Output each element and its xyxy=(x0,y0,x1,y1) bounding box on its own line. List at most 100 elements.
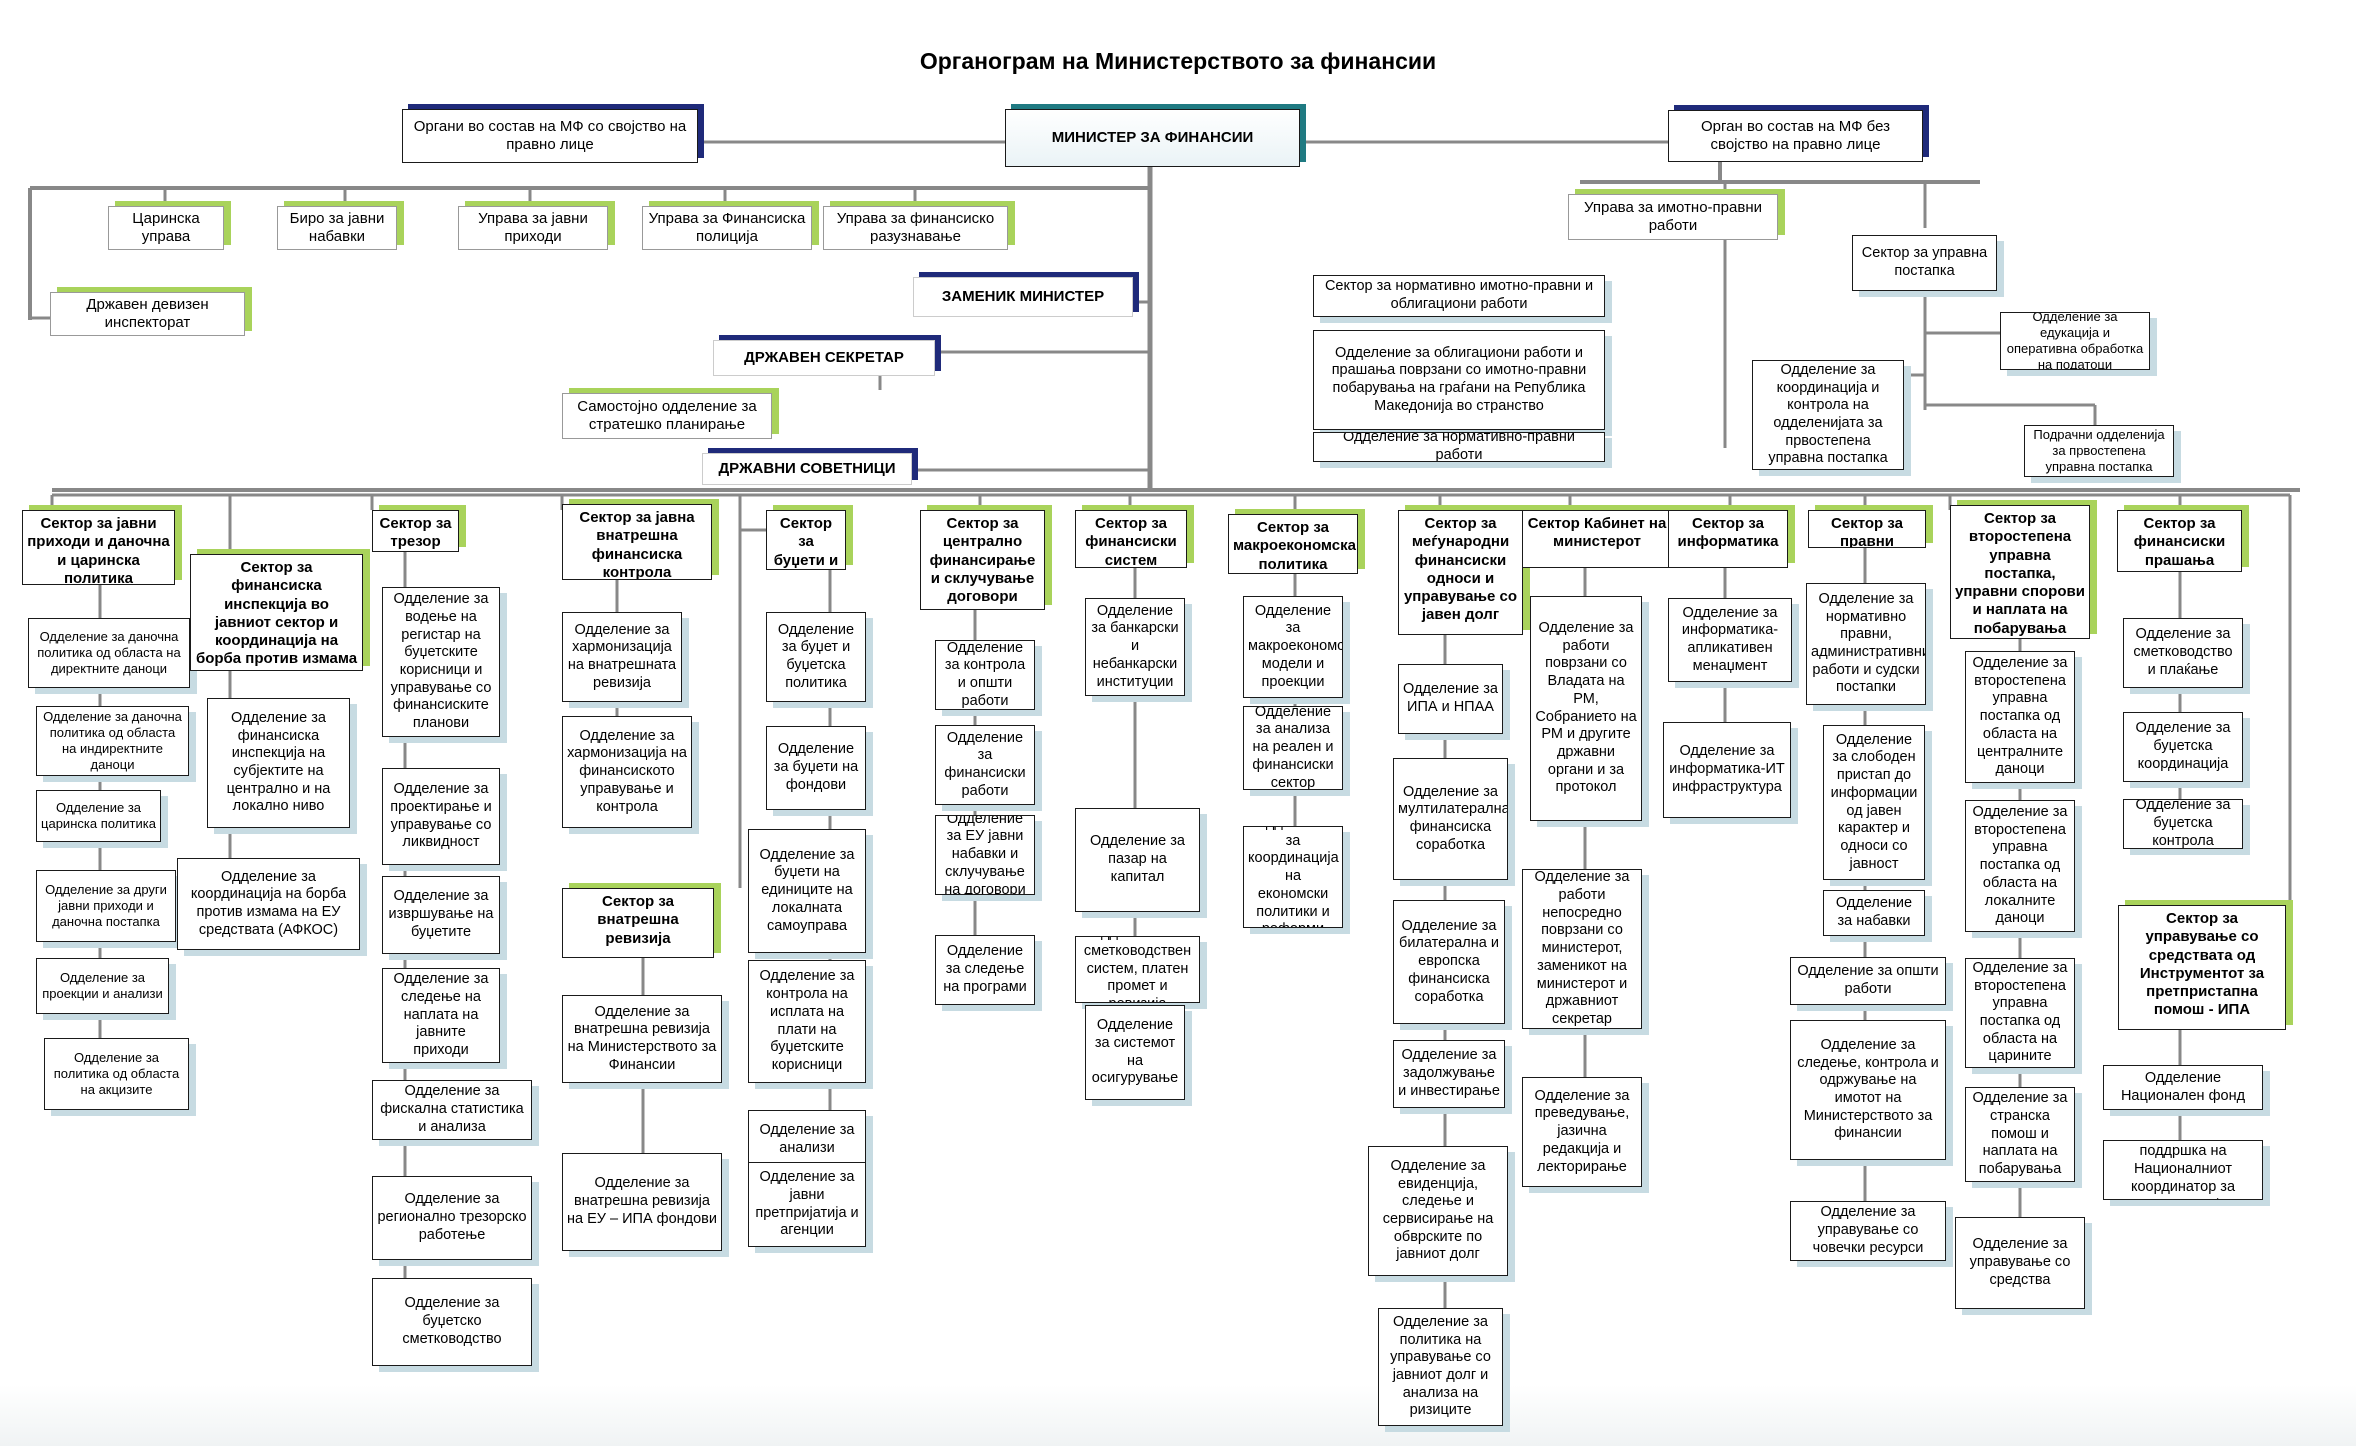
dept-box-2-5: Одделение за регионално трезорско работе… xyxy=(372,1176,532,1260)
dept-box-8-2-label: Одделение за координација на економски п… xyxy=(1248,827,1339,927)
dept-box-3-0: Одделение за хармонизација на внатрешнат… xyxy=(562,612,682,702)
dept-box-1-1-label: Одделение за координација на борба проти… xyxy=(190,868,347,938)
dept-box-13-2-label: Одделение за второстепена управна постап… xyxy=(1972,959,2068,1065)
dept-box-15-1: Одделение за поддршка на Националниот ко… xyxy=(2103,1140,2263,1200)
sector-box-1: Сектор за финансиска инспекција во јавни… xyxy=(190,554,363,671)
sector-box-2: Сектор за трезор xyxy=(372,510,459,552)
dept-box-14-0: Одделение за сметководство и плаќање xyxy=(2123,618,2243,688)
state-secretary-box: ДРЖАВЕН СЕКРЕТАР xyxy=(713,340,935,376)
dept-box-3-1-label: Одделение за хармонизација на финансиско… xyxy=(567,727,687,815)
dept-box-12-1: Одделение за слободен пристап до информа… xyxy=(1823,725,1925,880)
dept-box-9-1-label: Одделение за мултилатерална финансиска с… xyxy=(1398,783,1508,853)
dept-box-6-0: Одделение за контрола и општи работи xyxy=(935,640,1035,710)
dept-normative-box: Одделение за нормативно-правни работи xyxy=(1313,432,1605,462)
dept-box-9-1: Одделение за мултилатерална финансиска с… xyxy=(1393,758,1508,880)
dept-box-2-5-label: Одделение за регионално трезорско работе… xyxy=(377,1191,527,1243)
dept-box-9-2-label: Одделение за билатерална и европска фина… xyxy=(1399,917,1499,1005)
dept-box-2-6: Одделение за буџетско сметководство xyxy=(372,1278,532,1366)
dept-box-6-0-label: Одделение за контрола и општи работи xyxy=(944,640,1026,709)
dept-box-10-1: Одделение за работи непосредно поврзани … xyxy=(1522,869,1642,1029)
dept-box-0-2-label: Одделение за царинска политика xyxy=(41,800,156,831)
sector-box-14: Сектор за финансиски прашања xyxy=(2117,510,2242,572)
strategic-planning-box-label: Самостојно одделение за стратешко планир… xyxy=(577,397,757,433)
dept-box-7-2-label: Одделение за сметководствен систем, плат… xyxy=(1083,937,1192,1002)
sector-box-8: Сектор за макроекономска политика xyxy=(1228,514,1358,574)
dept-box-4-1: Одделение за внатрешна ревизија на ЕУ – … xyxy=(562,1153,722,1251)
dept-box-15-0-label: Одделение Национален фонд xyxy=(2120,1069,2246,1104)
dept-normative-box-label: Одделение за нормативно-правни работи xyxy=(1343,432,1575,462)
dept-box-7-0: Одделение за банкарски и небанкарски инс… xyxy=(1085,598,1185,696)
sector-procedure-box: Сектор за управна постапка xyxy=(1852,235,1997,291)
deputy-box: ЗАМЕНИК МИНИСТЕР xyxy=(913,277,1133,317)
dept-box-9-5: Одделение за политика на управување со ј… xyxy=(1378,1308,1503,1426)
dept-box-7-2: Одделение за сметководствен систем, плат… xyxy=(1075,936,1200,1003)
dept-box-10-0-label: Одделение за работи поврзани со Владата … xyxy=(1535,620,1637,796)
revenue-box: Управа за јавни приходи xyxy=(458,206,608,250)
sector-box-0: Сектор за јавни приходи и даночна и цари… xyxy=(22,510,175,585)
sector-box-4-label: Сектор за внатрешна ревизија xyxy=(597,893,679,947)
dept-box-9-2: Одделение за билатерална и европска фина… xyxy=(1393,900,1505,1024)
dept-box-2-4-label: Одделение за фискална статистика и анали… xyxy=(380,1083,524,1135)
organs-legal-box-label: Органи во состав на МФ со својство на пр… xyxy=(413,117,687,153)
organ-nonlegal-box: Орган во состав на МФ без својство на пр… xyxy=(1668,110,1923,162)
property-admin-box-label: Управа за имотно-правни работи xyxy=(1584,198,1762,234)
sector-box-5-label: Сектор за буџети и фондови xyxy=(773,515,839,569)
organs-legal-box: Органи во состав на МФ со својство на пр… xyxy=(402,109,698,163)
dept-box-6-3: Одделение за следење на програми xyxy=(935,935,1035,1005)
regional-depts-box: Подрачни одделенија за првостепена управ… xyxy=(2024,425,2174,477)
dept-box-0-3: Одделение за други јавни приходи и даноч… xyxy=(36,870,176,942)
sector-box-4: Сектор за внатрешна ревизија xyxy=(562,888,714,958)
dept-box-12-1-label: Одделение за слободен пристап до информа… xyxy=(1830,731,1918,872)
fin-police-box: Управа за Финансиска полиција xyxy=(642,206,812,250)
state-secretary-box-label: ДРЖАВЕН СЕКРЕТАР xyxy=(744,348,904,366)
dept-box-5-0: Одделение за буџет и буџетска политика xyxy=(766,612,866,702)
dept-box-6-2-label: Одделение за ЕУ јавни набавки и склучува… xyxy=(944,815,1026,895)
dept-box-2-2: Одделение за извршување на буџетите xyxy=(382,876,500,954)
dept-box-1-1: Одделение за координација на борба проти… xyxy=(177,858,360,950)
dept-box-12-4-label: Одделение за следење, контрола и одржува… xyxy=(1797,1036,1939,1142)
dept-box-13-1-label: Одделение за второстепена управна постап… xyxy=(1972,804,2068,927)
dept-box-5-4: Одделение за анализи xyxy=(748,1110,866,1170)
dept-box-2-4: Одделение за фискална статистика и анали… xyxy=(372,1080,532,1140)
fin-intel-box-label: Управа за финансиско разузнавање xyxy=(836,209,995,245)
sector-box-12-label: Сектор за правни работи xyxy=(1831,515,1903,548)
dept-education-box-label: Одделение за едукација и оперативна обра… xyxy=(2006,312,2144,370)
dept-box-11-1-label: Одделение за информатика-ИТ инфраструкту… xyxy=(1669,743,1785,795)
dept-obligations-box: Одделение за облигациони работи и прашањ… xyxy=(1313,330,1605,430)
dept-box-12-0-label: Одделение за нормативно правни, админист… xyxy=(1811,590,1926,696)
dept-box-11-0: Одделение за информатика-апликативен мен… xyxy=(1668,598,1792,682)
dept-box-7-0-label: Одделение за банкарски и небанкарски инс… xyxy=(1091,602,1179,690)
dept-box-15-1-label: Одделение за поддршка на Националниот ко… xyxy=(2130,1141,2236,1199)
sector-box-0-label: Сектор за јавни приходи и даночна и цари… xyxy=(27,515,170,585)
dept-box-13-0: Одделение за второстепена управна постап… xyxy=(1965,651,2075,783)
dept-box-5-3: Одделение за контрола на исплата на плат… xyxy=(748,960,866,1083)
sector-box-3: Сектор за јавна внатрешна финансиска кон… xyxy=(562,504,712,580)
sector-box-9: Сектор за меѓународни финансиски односи … xyxy=(1398,510,1523,635)
dept-box-2-1: Одделение за проектирање и управување со… xyxy=(382,768,500,865)
dept-box-14-1: Одделение за буџетска координација xyxy=(2123,712,2243,782)
regional-depts-box-label: Подрачни одделенија за првостепена управ… xyxy=(2033,427,2165,474)
organ-nonlegal-box-label: Орган во состав на МФ без својство на пр… xyxy=(1701,117,1890,153)
dept-box-12-0: Одделение за нормативно правни, админист… xyxy=(1806,583,1926,705)
dept-box-2-3: Одделение за следење на наплата на јавни… xyxy=(382,968,500,1063)
dept-box-9-5-label: Одделение за политика на управување со ј… xyxy=(1390,1313,1491,1419)
dept-box-5-5-label: Одделение за јавни претпријатија и агенц… xyxy=(755,1169,859,1239)
deputy-box-label: ЗАМЕНИК МИНИСТЕР xyxy=(941,287,1105,305)
dept-box-7-3: Одделение за системот на осигурување xyxy=(1085,1005,1185,1100)
dept-box-0-3-label: Одделение за други јавни приходи и даноч… xyxy=(45,882,167,929)
advisors-box-label: ДРЖАВНИ СОВЕТНИЦИ xyxy=(718,459,896,477)
dept-box-0-5-label: Одделение за политика од областа на акци… xyxy=(53,1050,180,1097)
dept-coordination-box-label: Одделение за координација и контрола на … xyxy=(1768,361,1888,467)
dept-box-7-1-label: Одделение за пазар на капитал xyxy=(1090,833,1185,885)
dept-box-13-1: Одделение за второстепена управна постап… xyxy=(1965,800,2075,932)
dept-box-6-2: Одделение за ЕУ јавни набавки и склучува… xyxy=(935,815,1035,895)
dept-box-10-0: Одделение за работи поврзани со Владата … xyxy=(1530,596,1642,821)
sector-procedure-box-label: Сектор за управна постапка xyxy=(1861,245,1988,279)
dept-box-8-1: Одделение за анализа на реален и финанси… xyxy=(1243,706,1343,790)
sector-box-14-label: Сектор за финансиски прашања xyxy=(2133,515,2226,569)
dept-box-0-2: Одделение за царинска политика xyxy=(36,790,161,842)
dept-box-12-5-label: Одделение за управување со човечки ресур… xyxy=(1812,1204,1924,1256)
dept-box-14-1-label: Одделение за буџетска координација xyxy=(2135,720,2231,772)
dept-box-6-1: Одделение за финансиски работи xyxy=(935,725,1035,805)
